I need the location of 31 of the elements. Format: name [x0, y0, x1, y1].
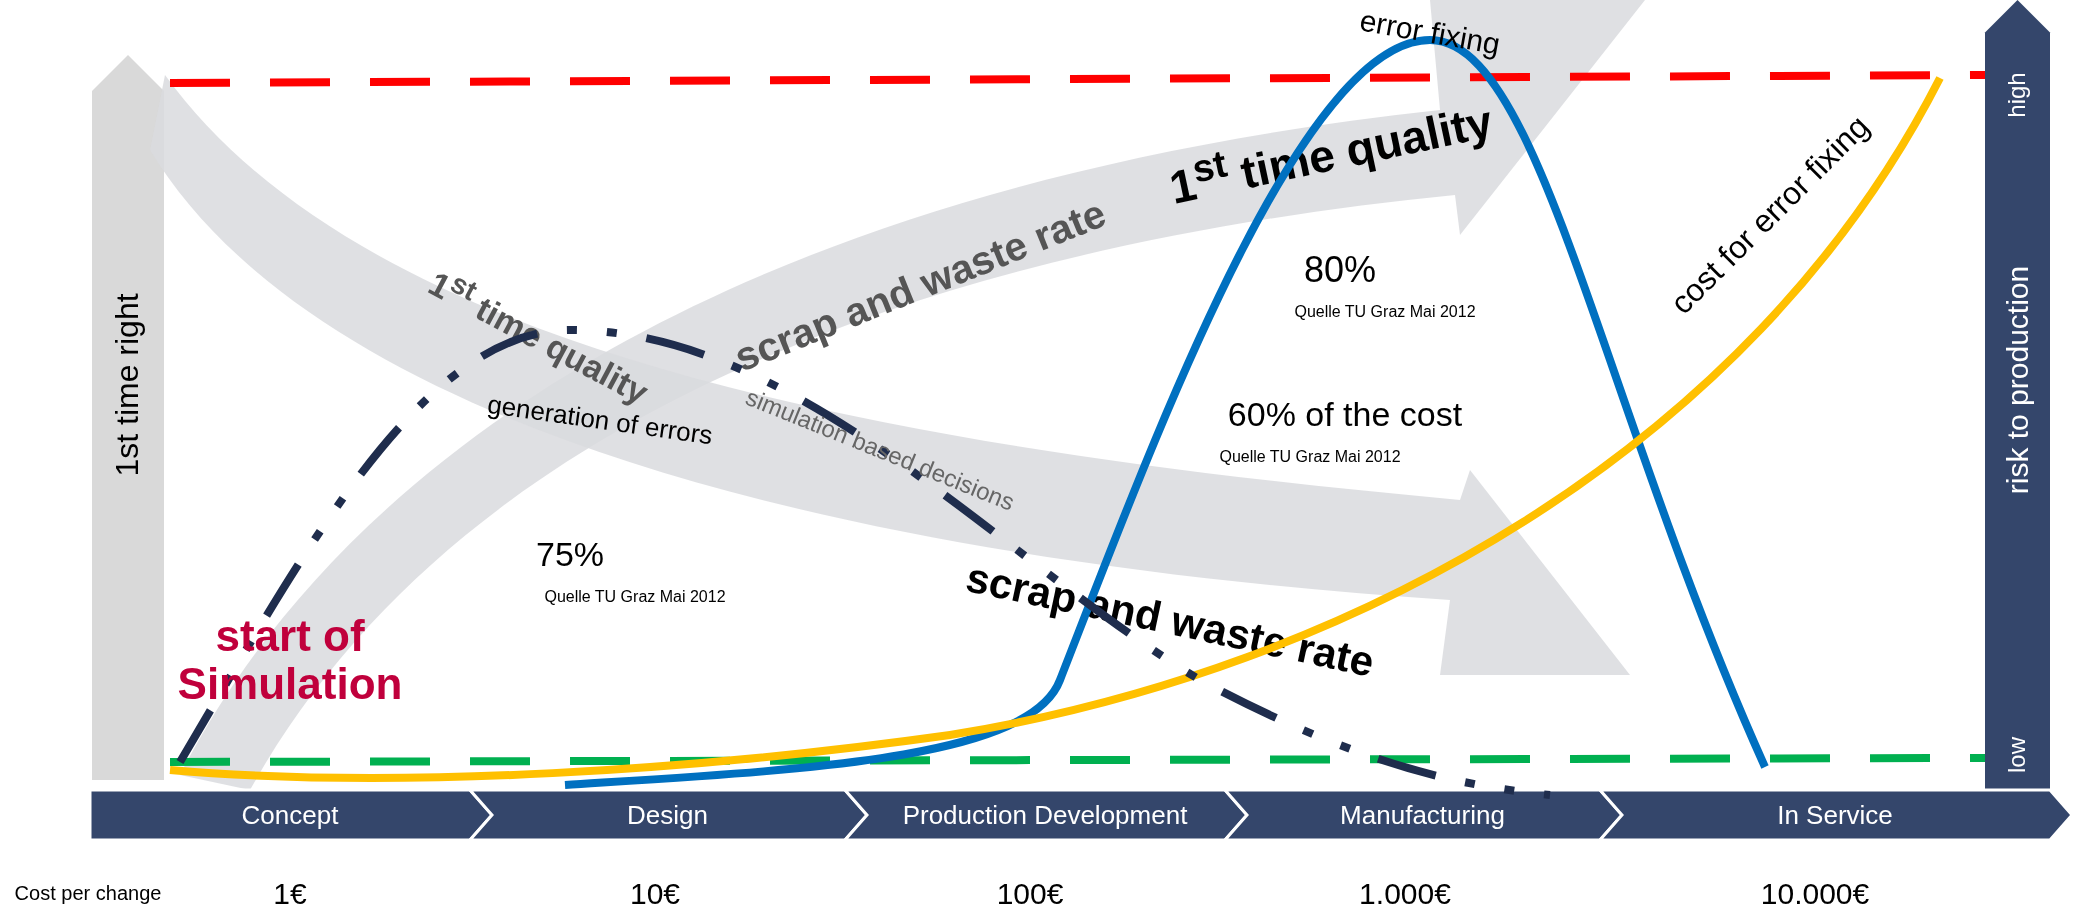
- phase-label: Design: [627, 800, 708, 830]
- cost-value: 1€: [273, 876, 307, 907]
- annotation-label: start of Simulation: [176, 611, 404, 709]
- process-step: [1600, 790, 2072, 840]
- process-step: [845, 790, 1247, 840]
- process-step: [470, 790, 867, 840]
- source-note: Quelle TU Graz Mai 2012: [544, 588, 726, 606]
- scale-label: low: [2003, 737, 2031, 773]
- axis-label: risk to production: [2000, 265, 2034, 495]
- process-step: [1225, 790, 1622, 840]
- percentage-label: 75%: [535, 536, 605, 574]
- process-step: [90, 790, 492, 840]
- curve-label: error fixing: [1357, 3, 1503, 61]
- cost-value: 100€: [996, 876, 1064, 907]
- cost-value: 10.000€: [1760, 876, 1870, 907]
- phase-label: Production Development: [902, 800, 1188, 830]
- source-note: Quelle TU Graz Mai 2012: [1219, 448, 1401, 466]
- phase-label: Concept: [241, 800, 339, 830]
- scale-label: high: [2003, 72, 2031, 118]
- percentage-label: 80%: [1303, 250, 1377, 290]
- percentage-label: 60% of the cost: [1227, 396, 1463, 434]
- axis-bar: [92, 55, 164, 780]
- phase-label: Manufacturing: [1340, 800, 1505, 830]
- source-note: Quelle TU Graz Mai 2012: [1294, 303, 1476, 321]
- arrow-label: scrap and waste rate: [728, 190, 1112, 380]
- cost-value: 10€: [629, 876, 681, 907]
- phase-label: In Service: [1777, 800, 1893, 830]
- axis-label: 1st time right: [110, 293, 146, 477]
- scale-bar: [1985, 0, 2050, 790]
- cost-value: 1.000€: [1359, 876, 1451, 907]
- row-label: Cost per change: [14, 882, 162, 904]
